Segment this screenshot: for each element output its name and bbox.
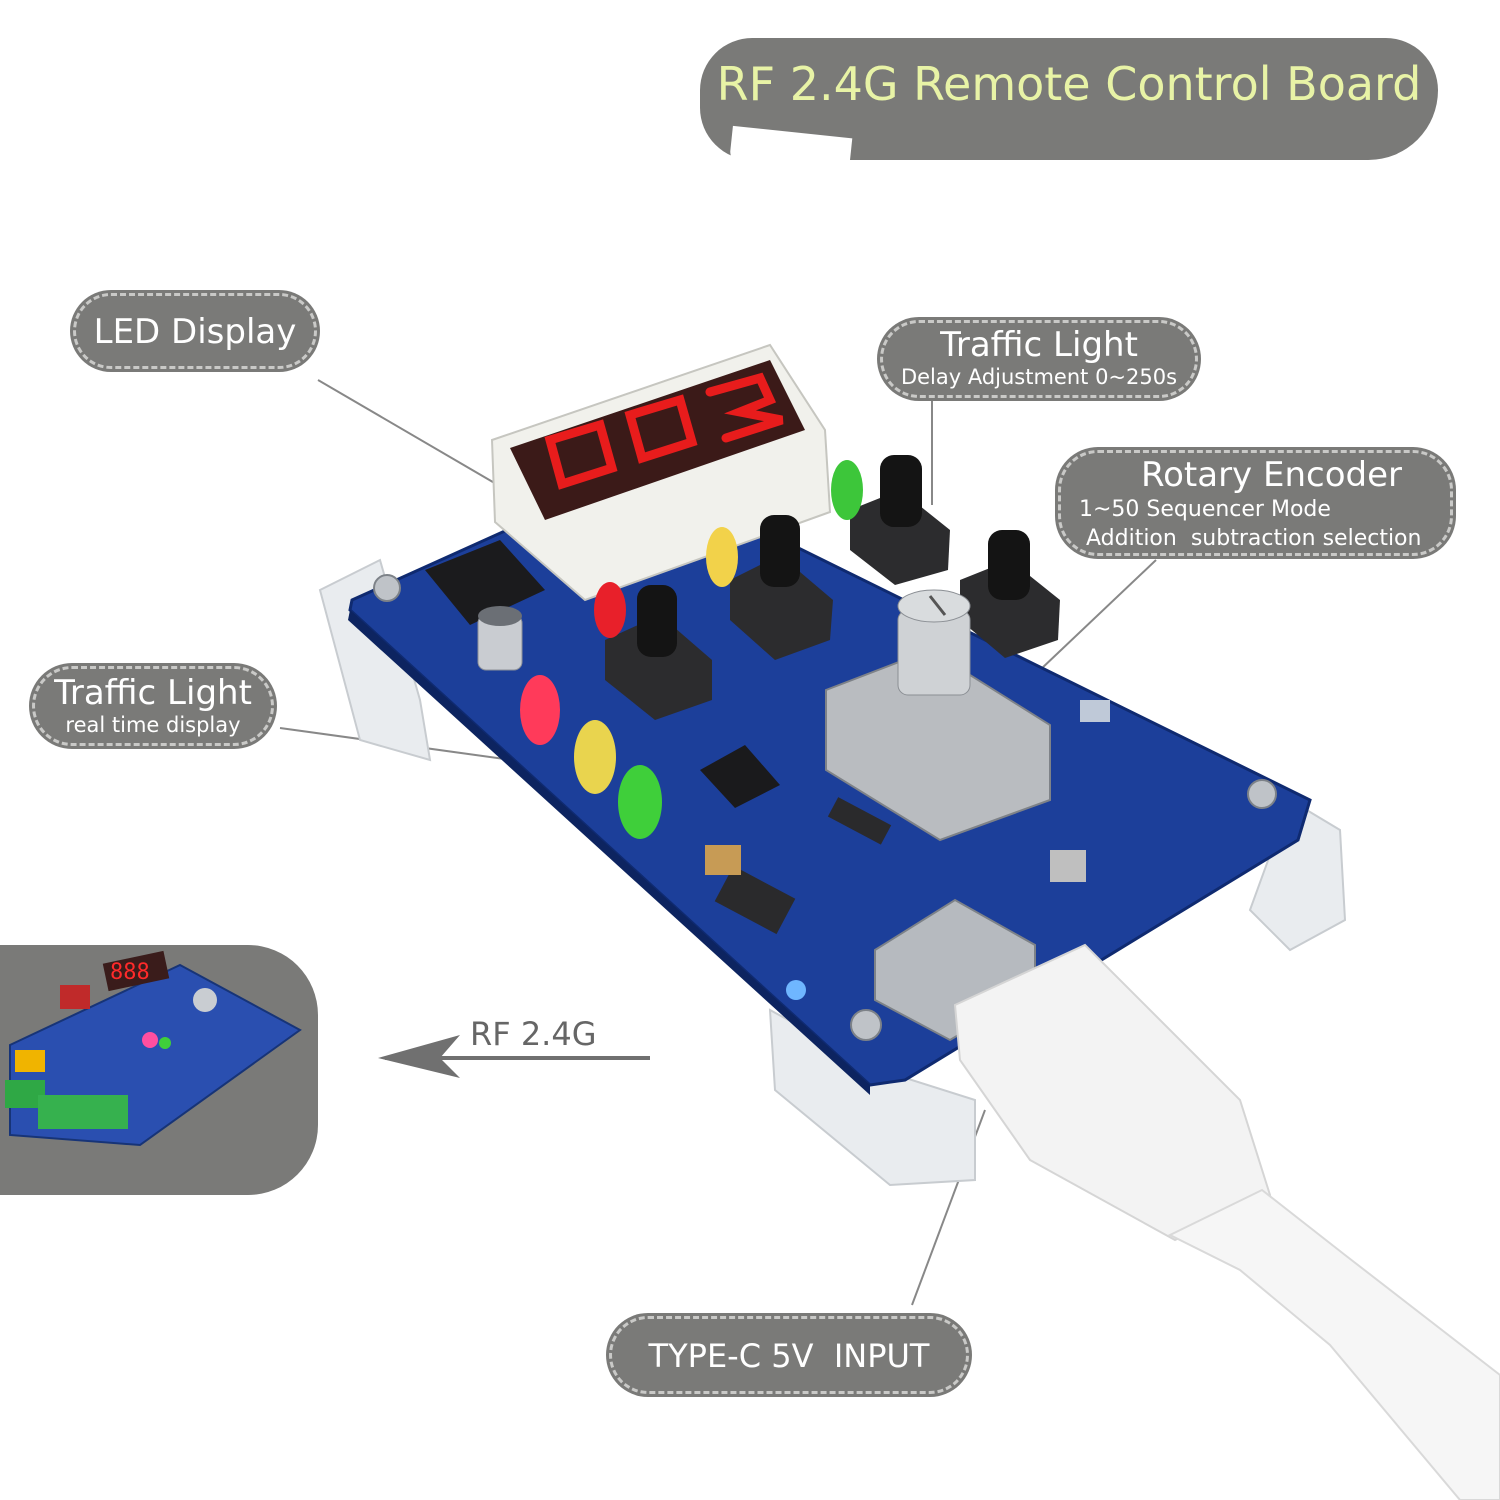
rotary-encoder-title: Rotary Encoder (1141, 455, 1402, 495)
type-c-input-label: TYPE-C 5V INPUT (609, 1316, 969, 1394)
rf-arrow-head-icon (378, 1035, 460, 1078)
display-segments (544, 372, 784, 490)
traffic-light-leds (520, 460, 863, 839)
screw-icons (373, 574, 1277, 1041)
leader-rotary (1039, 559, 1157, 671)
leader-led-display (317, 379, 511, 493)
rotary-encoder-label: Rotary Encoder 1~50 Sequencer Mode Addit… (1058, 450, 1453, 556)
rotary-encoder (825, 589, 1051, 842)
usb-cable (953, 943, 1500, 1500)
rf-link-label: RF 2.4G (470, 1015, 597, 1053)
traffic-light-delay-subtitle: Delay Adjustment 0~250s (900, 365, 1178, 390)
rotary-encoder-line1: 1~50 Sequencer Mode (1079, 497, 1331, 523)
smd-components (705, 700, 1110, 935)
mcu-chip (700, 745, 780, 808)
ic-chip (425, 540, 545, 625)
tact-buttons (605, 455, 1060, 720)
type-c-input-text: TYPE-C 5V INPUT (648, 1337, 930, 1375)
receiver-display-digits: 888 (110, 960, 150, 985)
traffic-light-delay-label: Traffic Light Delay Adjustment 0~250s (880, 320, 1198, 398)
receiver-board-photo: 888 (5, 950, 302, 1147)
traffic-light-realtime-subtitle: real time display (65, 713, 241, 738)
led-display-label-text: LED Display (93, 312, 297, 352)
rotary-encoder-line2: Addition subtraction selection (1079, 525, 1422, 551)
title-banner: RF 2.4G Remote Control Board (700, 38, 1438, 160)
electrolytic-capacitor (477, 606, 523, 671)
led-display-label: LED Display (73, 293, 317, 369)
standoff-feet (318, 558, 1347, 1187)
receiver-board-inset: 888 (0, 945, 318, 1195)
traffic-light-realtime-label: Traffic Light real time display (32, 666, 274, 746)
title-text: RF 2.4G Remote Control Board (716, 57, 1422, 111)
traffic-light-delay-title: Traffic Light (940, 325, 1138, 365)
power-led (786, 980, 806, 1000)
traffic-light-realtime-title: Traffic Light (54, 673, 252, 713)
